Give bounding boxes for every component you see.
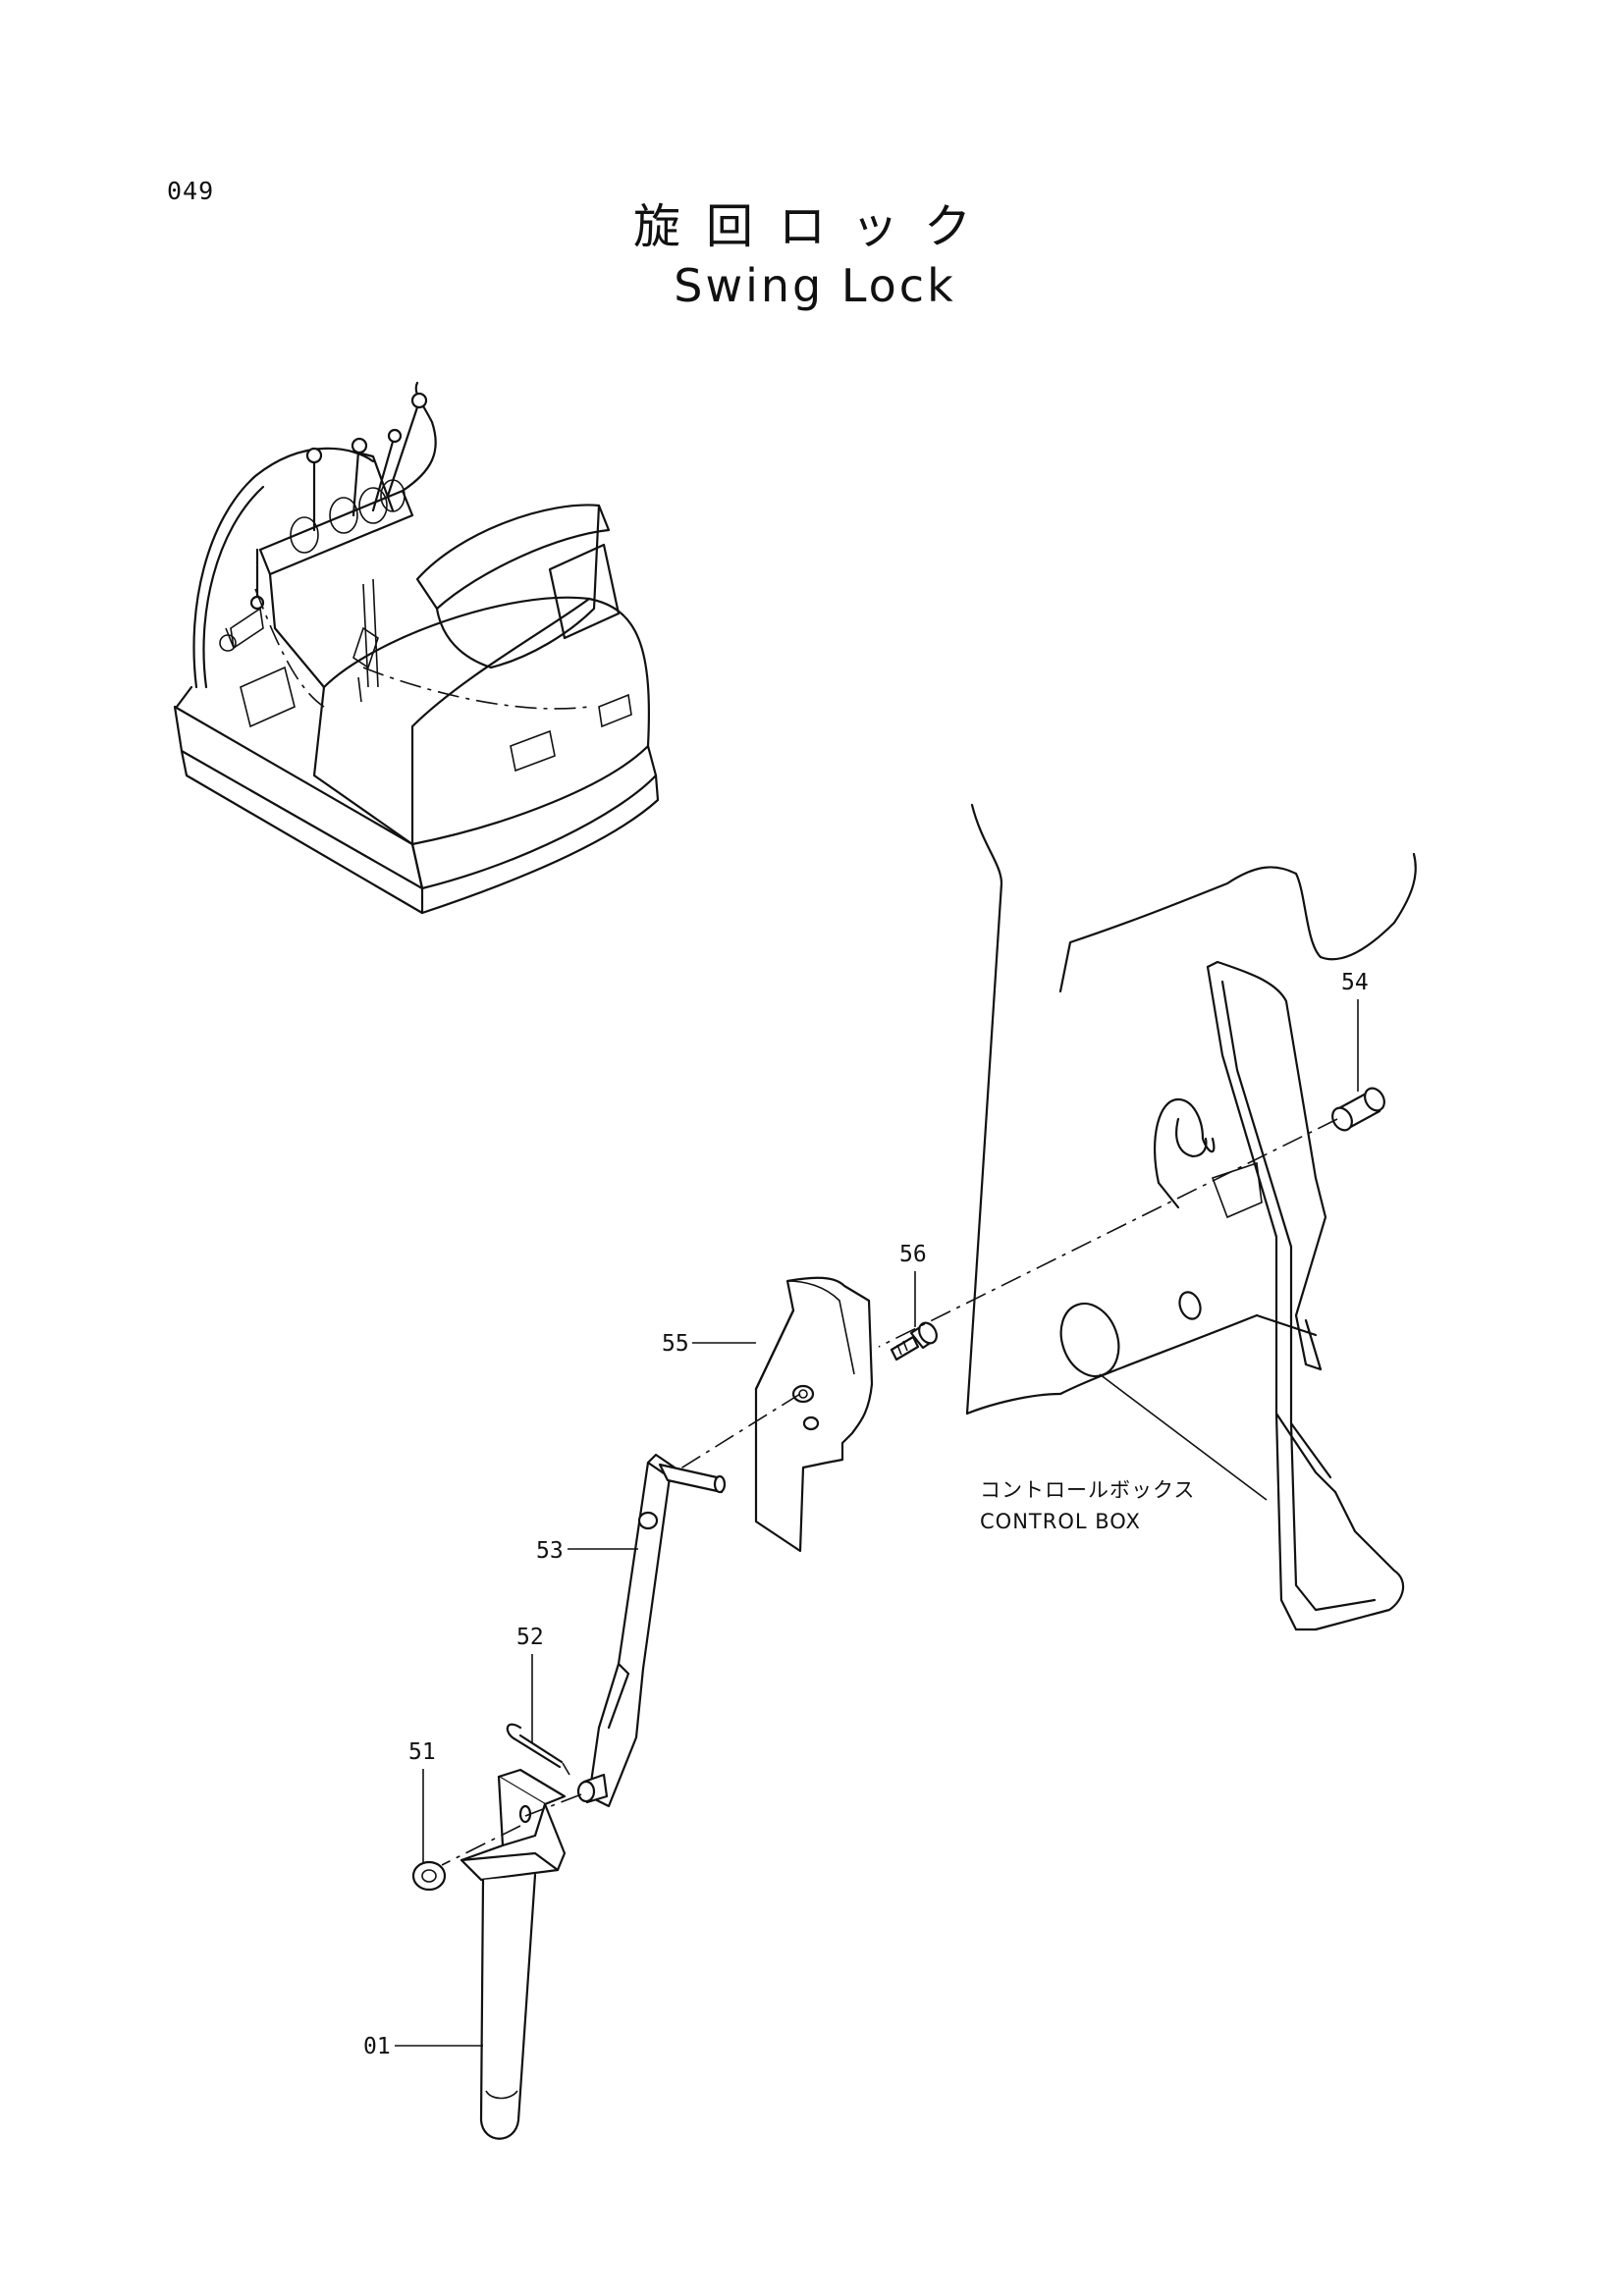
callout-54: 54 xyxy=(1341,970,1369,995)
part-54-pin xyxy=(1331,1087,1385,1132)
title-block: 旋回ロック Swing Lock xyxy=(511,201,1119,312)
page-title-en: Swing Lock xyxy=(674,258,956,312)
callout-53: 53 xyxy=(536,1538,564,1564)
callout-56: 56 xyxy=(899,1242,927,1267)
callout-51: 51 xyxy=(408,1739,436,1765)
page-title-jp: 旋回ロック xyxy=(632,199,997,254)
part-51-washer xyxy=(411,1860,447,1892)
control-box-label-jp: コントロールボックス xyxy=(980,1478,1195,1502)
page-number: 049 xyxy=(167,177,215,205)
callout-01: 01 xyxy=(363,2034,391,2059)
leader-lines xyxy=(395,999,1359,2047)
control-box xyxy=(965,803,1417,1631)
callout-52: 52 xyxy=(516,1625,544,1650)
callout-labels: 54 56 55 53 52 51 01 コントロールボックス CONTROL … xyxy=(363,970,1369,2059)
part-55-plate xyxy=(754,1276,874,1553)
part-01-lock-pin xyxy=(460,1768,567,2140)
part-53-lever xyxy=(576,1453,727,1808)
assembly-lines xyxy=(441,1118,1338,1866)
control-box-label-en: CONTROL BOX xyxy=(980,1510,1141,1533)
part-52-cotter-pin xyxy=(506,1723,570,1776)
overview-illustration xyxy=(173,381,660,915)
part-56-bolt xyxy=(890,1321,938,1362)
callout-55: 55 xyxy=(662,1331,689,1357)
